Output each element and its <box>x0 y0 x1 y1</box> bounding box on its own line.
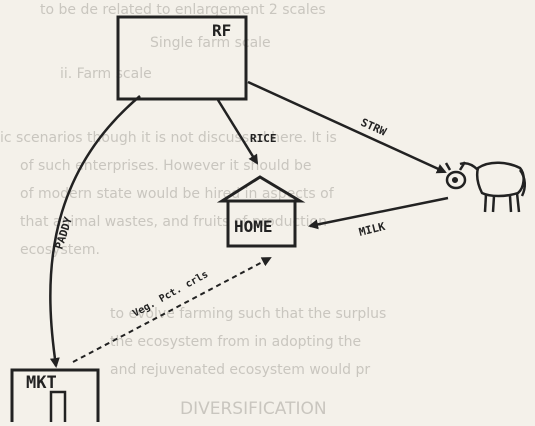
bg-line-3: ii. Farm scale <box>60 66 152 82</box>
bg-line-11: and rejuvenated ecosystem would pr <box>110 362 370 378</box>
rf-label: RF <box>212 21 231 40</box>
bg-line-2: Single farm scale <box>150 35 271 51</box>
home-label: HOME <box>234 217 273 236</box>
edge-milk-label: MILK <box>358 220 387 239</box>
bg-line-10: the ecosystem from in adopting the <box>110 334 361 350</box>
cow-icon <box>446 162 525 212</box>
bg-line-5: of such enterprises. However it should b… <box>20 158 312 174</box>
edge-rice-label: RICE <box>250 132 277 145</box>
background-text: to be de related to enlargement 2 scales… <box>0 2 386 419</box>
node-rf: RF <box>118 17 246 99</box>
mkt-door <box>51 392 65 422</box>
node-mkt: MKT <box>12 370 98 422</box>
bg-footer: DIVERSIFICATION <box>180 399 327 419</box>
mkt-label: MKT <box>26 373 57 393</box>
bg-line-4: ic scenarios though it is not discussed … <box>0 130 337 146</box>
